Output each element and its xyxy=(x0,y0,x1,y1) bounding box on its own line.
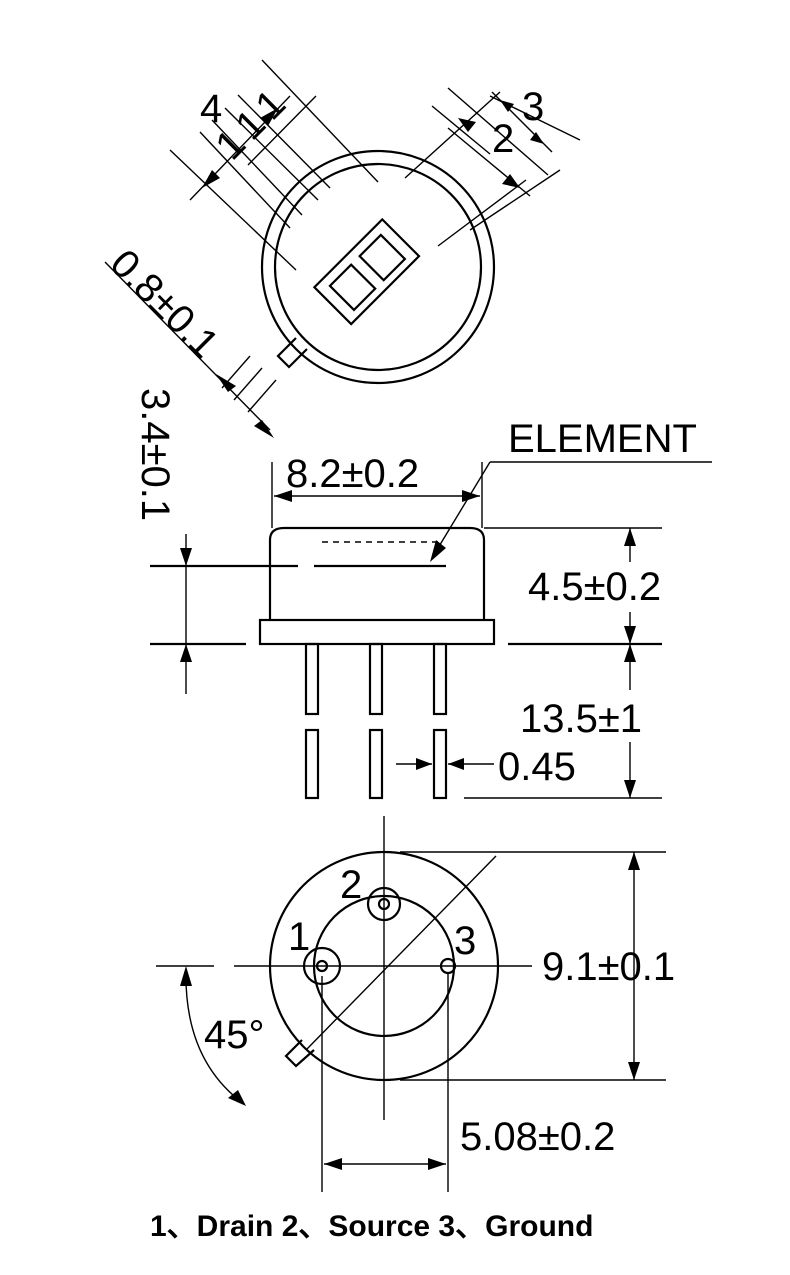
dim-window-size: 2 xyxy=(492,117,514,161)
dim-top-right: 3 xyxy=(522,85,544,129)
leads xyxy=(304,642,448,800)
dim-body-width: 8.2±0.2 xyxy=(286,452,419,496)
dim-pin-pitch: 5.08±0.2 xyxy=(460,1115,615,1159)
can-body xyxy=(268,526,486,620)
can-base xyxy=(258,618,496,646)
pin-2 xyxy=(366,886,402,922)
dim-body-height: 4.5±0.2 xyxy=(528,565,661,609)
dim-lead-length: 13.5±1 xyxy=(520,697,642,741)
window-frame xyxy=(312,217,421,326)
pin-legend: 1、Drain 2、Source 3、Ground xyxy=(150,1210,593,1243)
side-view: ELEMENT 8.2±0.2 3.4±0.1 4.5±0.2 xyxy=(133,388,712,800)
top-can-inner xyxy=(273,162,483,372)
top-view: 4 1 1 1 2 3 0.8±0.1 xyxy=(102,59,581,438)
top-can-outer xyxy=(260,149,496,385)
dim-diameter: 9.1±0.1 xyxy=(542,945,675,989)
bottom-tab xyxy=(284,1039,315,1068)
pin-1-label: 1 xyxy=(288,915,310,959)
top-tab xyxy=(276,337,308,369)
dim-top-width: 4 xyxy=(200,87,222,131)
angle-label: 45° xyxy=(204,1013,265,1057)
dim-lead-dia: 0.45 xyxy=(498,745,576,789)
dim-element-height: 3.4±0.1 xyxy=(133,388,177,521)
dim-tab-width: 0.8±0.1 xyxy=(102,241,227,366)
bottom-view: 1 2 3 9.1±0.1 45° 5.08±0.2 xyxy=(156,816,675,1192)
element-label: ELEMENT xyxy=(508,417,697,461)
pin-2-label: 2 xyxy=(340,863,362,907)
pin-3 xyxy=(439,957,457,975)
pin-3-label: 3 xyxy=(454,919,476,963)
